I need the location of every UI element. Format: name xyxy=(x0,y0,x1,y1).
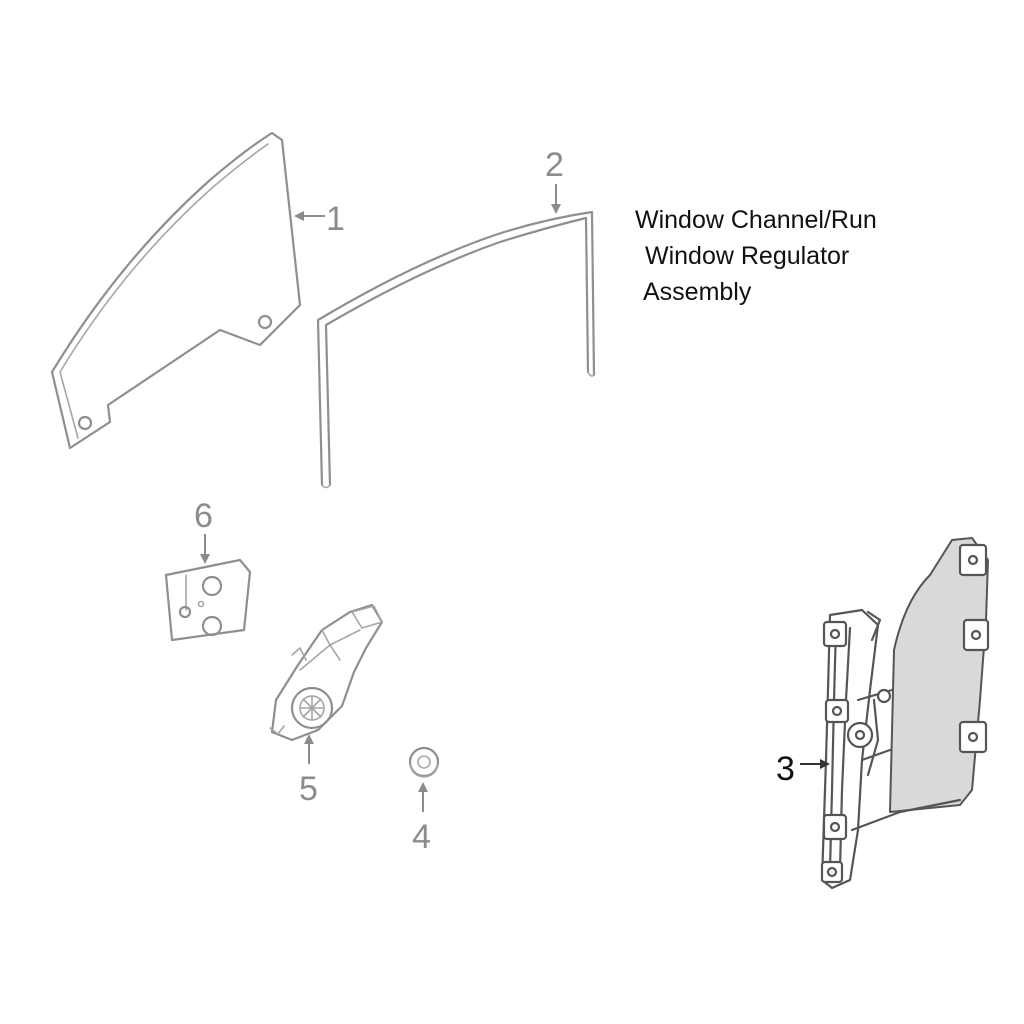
label-window-regulator: Window Regulator xyxy=(645,242,850,270)
callout-3-number: 3 xyxy=(776,750,795,788)
callout-5: 5 xyxy=(299,734,318,808)
part-window-regulator xyxy=(820,537,990,890)
callout-4: 4 xyxy=(412,782,431,856)
label-assembly: Assembly xyxy=(643,278,752,306)
callout-1: 1 xyxy=(294,200,345,238)
callout-1-number: 1 xyxy=(326,200,345,238)
part-window-motor xyxy=(269,603,384,742)
callout-3: 3 xyxy=(776,750,830,788)
part-grommet xyxy=(408,746,440,778)
part-door-glass xyxy=(50,131,302,450)
callout-4-number: 4 xyxy=(412,818,431,856)
part-bracket xyxy=(164,558,252,642)
callout-2: 2 xyxy=(545,146,564,214)
callout-2-number: 2 xyxy=(545,146,564,184)
callout-5-number: 5 xyxy=(299,770,318,808)
label-window-channel-run: Window Channel/Run xyxy=(635,206,877,234)
callout-6: 6 xyxy=(194,497,213,564)
callout-6-number: 6 xyxy=(194,497,213,535)
part-window-channel xyxy=(316,210,596,489)
